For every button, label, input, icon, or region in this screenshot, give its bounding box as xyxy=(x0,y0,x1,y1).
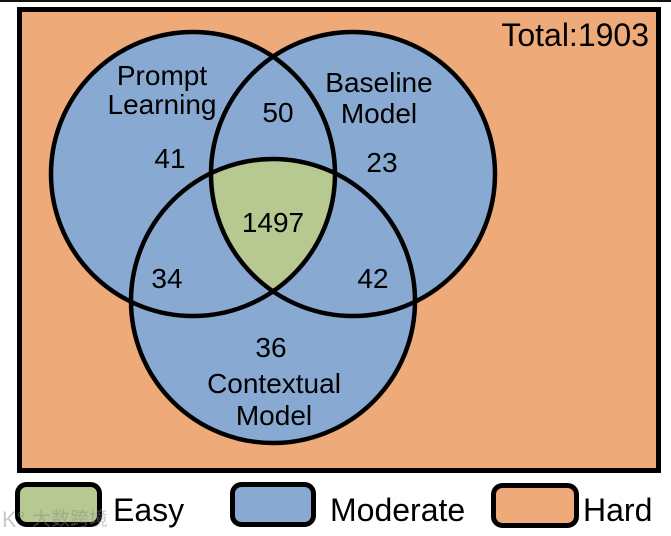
prompt-learning-label-line2: Learning xyxy=(108,89,217,120)
contextual-model-label-line1: Contextual xyxy=(207,368,341,399)
region-value-contextual-only: 36 xyxy=(255,332,286,363)
venn-circle-outlines xyxy=(48,29,498,446)
legend-label-easy: Easy xyxy=(113,492,184,528)
legend-swatch-easy xyxy=(15,482,102,527)
watermark: K° 大数跨境 xyxy=(2,507,108,532)
legend-swatch-moderate xyxy=(230,482,316,527)
legend-label-moderate: Moderate xyxy=(330,492,465,528)
baseline-model-label-line1: Baseline xyxy=(325,67,432,98)
region-value-prompt-baseline: 50 xyxy=(262,97,293,128)
contextual-model-label-line2: Model xyxy=(236,400,312,431)
region-value-all-three: 1497 xyxy=(242,207,304,238)
legend-swatch-hard xyxy=(491,483,579,528)
baseline-model-label-line2: Model xyxy=(341,98,417,129)
total-label: Total:1903 xyxy=(501,17,649,53)
region-value-baseline-only: 23 xyxy=(366,147,397,178)
prompt-learning-label-line1: Prompt xyxy=(117,60,207,91)
watermark-logo: K° xyxy=(2,507,25,532)
contextual-model-circle xyxy=(131,159,415,443)
legend-label-hard: Hard xyxy=(583,492,652,528)
legend: Easy Moderate Hard xyxy=(15,482,652,528)
easy-region-triple-intersection xyxy=(210,158,336,292)
watermark-text: 大数跨境 xyxy=(32,508,108,530)
top-edge-line xyxy=(0,0,671,2)
region-value-prompt-contextual: 34 xyxy=(151,263,182,294)
contextual-model-circle-outline xyxy=(128,156,418,446)
region-value-baseline-contextual: 42 xyxy=(357,263,388,294)
region-value-prompt-only: 41 xyxy=(154,143,185,174)
